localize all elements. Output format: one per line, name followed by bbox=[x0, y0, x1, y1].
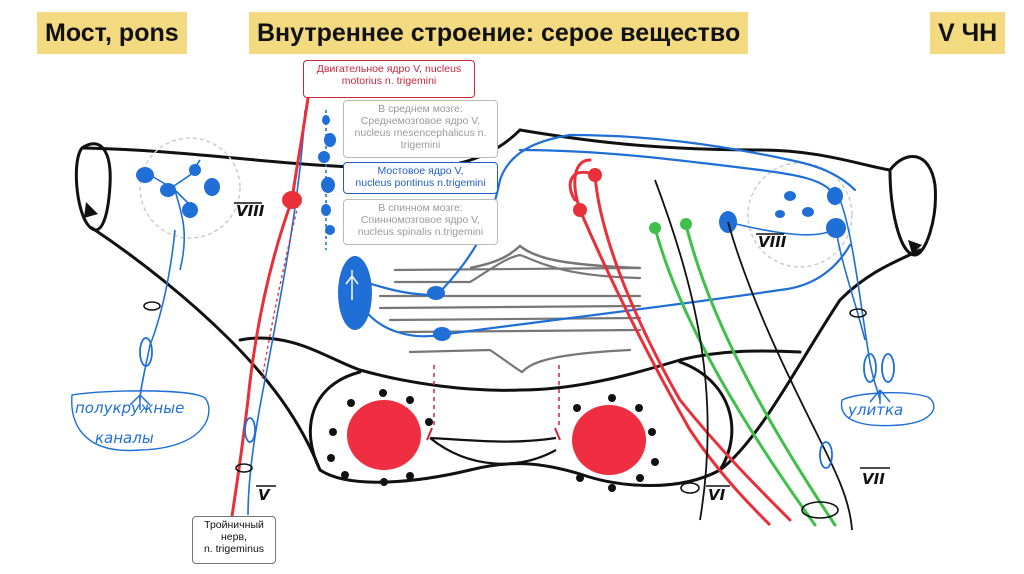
mesencephalic-nucleus bbox=[318, 115, 336, 235]
label-nerve-v: V bbox=[258, 486, 271, 504]
vestibular-nuclei-right bbox=[719, 187, 846, 238]
callout-spinal-line2: Спинномозговое ядро V, bbox=[360, 214, 481, 226]
callout-mesen-line3: nucleus mesencephalicus n. bbox=[354, 127, 487, 139]
cochlear-fibers-right bbox=[727, 199, 881, 401]
page-title: Мост, pons bbox=[37, 12, 187, 54]
callout-spinal-line1: В спинном мозге: bbox=[378, 202, 463, 214]
callout-trig-line3: n. trigeminus bbox=[203, 543, 265, 555]
callout-spinal-nucleus: В спинном мозге: Спинномозговое ядро V, … bbox=[343, 199, 498, 245]
outline-arrows bbox=[84, 202, 922, 254]
right-peduncle-cut bbox=[888, 155, 937, 257]
label-semicircular-2: каналы bbox=[95, 429, 154, 447]
cranial-nerve-badge: V ЧН bbox=[930, 12, 1006, 54]
label-semicircular-1: полукружные bbox=[75, 399, 184, 417]
callout-spinal-line3: nucleus spinalis n.trigemini bbox=[357, 226, 484, 238]
callout-trig-line1: Тройничный bbox=[204, 519, 264, 531]
page-subtitle: Внутреннее строение: серое вещество bbox=[249, 12, 749, 54]
label-cochlea: улитка bbox=[847, 401, 903, 419]
label-nerve-viii-right: VIII bbox=[758, 233, 787, 251]
callout-motor-nucleus: Двигательное ядро V, nucleus motorius n.… bbox=[303, 60, 475, 98]
left-peduncle-cut bbox=[74, 142, 112, 232]
pyramidal-dash bbox=[433, 365, 560, 428]
label-nerve-viii-left: VIII bbox=[236, 202, 265, 220]
motor-nuclei bbox=[282, 168, 602, 217]
trigeminal-sensory-fibers bbox=[363, 133, 857, 338]
pyramid-left bbox=[327, 389, 433, 486]
label-nerve-vi: VI bbox=[708, 486, 726, 504]
callout-motor-line2: motorius n. trigemini bbox=[341, 75, 437, 87]
spinal-tract bbox=[338, 256, 372, 330]
callout-mesen-line2: Среднемозговое ядро V, bbox=[360, 115, 481, 127]
vestibular-fibers-left bbox=[139, 159, 201, 401]
ganglia bbox=[139, 337, 895, 469]
pyramid-right bbox=[572, 394, 659, 492]
pontine-nucleus-dots bbox=[427, 286, 451, 341]
callout-trigeminal-nerve: Тройничный нерв, n. trigeminus bbox=[192, 516, 276, 564]
vestibular-nuclei-left bbox=[136, 164, 220, 218]
callout-pontine-nucleus: Мостовое ядро V, nucleus pontinus n.trig… bbox=[343, 162, 498, 194]
callout-pont-line2: nucleus pontinus n.trigemini bbox=[355, 177, 486, 189]
callout-motor-line1: Двигательное ядро V, nucleus bbox=[316, 63, 462, 75]
label-nerve-vii: VII bbox=[862, 470, 885, 488]
nerve-loops bbox=[143, 301, 867, 519]
pontine-fibers bbox=[378, 253, 642, 374]
callout-trig-line2: нерв, bbox=[221, 531, 247, 543]
callout-pont-line1: Мостовое ядро V, bbox=[377, 165, 464, 177]
callout-mesen-line4: trigemini bbox=[400, 139, 441, 151]
callout-mesen-line1: В среднем мозге: bbox=[378, 103, 463, 115]
facial-green-paths bbox=[653, 223, 837, 527]
callout-mesencephalic-nucleus: В среднем мозге: Среднемозговое ядро V, … bbox=[343, 100, 498, 158]
